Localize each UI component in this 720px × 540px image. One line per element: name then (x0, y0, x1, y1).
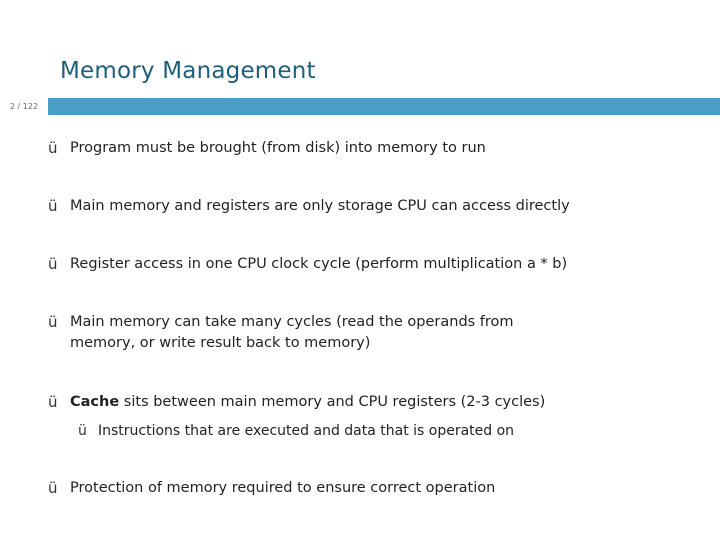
bullet-item: ü Cache sits between main memory and CPU… (0, 392, 720, 413)
checkmark-icon: ü (78, 423, 87, 439)
bullet-text: Main memory and registers are only stora… (70, 198, 570, 214)
bullet-item: ü Register access in one CPU clock cycle… (0, 254, 720, 275)
bullet-rest: sits between main memory and CPU registe… (119, 394, 546, 410)
title-underline-bar (48, 98, 720, 115)
checkmark-icon: ü (48, 393, 58, 411)
checkmark-icon: ü (48, 197, 58, 215)
bullet-text: Program must be brought (from disk) into… (70, 140, 486, 156)
bullet-text: Protection of memory required to ensure … (70, 480, 496, 496)
sub-bullet-item: ü Instructions that are executed and dat… (0, 421, 720, 441)
checkmark-icon: ü (48, 139, 58, 157)
bullet-bold-lead: Cache (70, 394, 120, 410)
page-number: 2 / 122 (0, 98, 48, 115)
bullet-item: ü Main memory and registers are only sto… (0, 196, 720, 217)
checkmark-icon: ü (48, 313, 58, 331)
bullet-item: ü Main memory can take many cycles (read… (0, 312, 720, 354)
bullet-text-line2: memory, or write result back to memory) (70, 335, 371, 351)
sub-bullet-text: Instructions that are executed and data … (98, 423, 515, 439)
checkmark-icon: ü (48, 479, 58, 497)
bullet-item: ü Protection of memory required to ensur… (0, 478, 720, 499)
bullet-item: ü Program must be brought (from disk) in… (0, 138, 720, 159)
bullet-text: Register access in one CPU clock cycle (… (70, 256, 568, 272)
bullet-text-line1: Main memory can take many cycles (read t… (70, 314, 514, 330)
bullet-text: Cache sits between main memory and CPU r… (70, 392, 696, 413)
checkmark-icon: ü (48, 255, 58, 273)
bullet-text-wrapped: Main memory can take many cycles (read t… (70, 312, 696, 354)
page-title: Memory Management (60, 58, 316, 84)
